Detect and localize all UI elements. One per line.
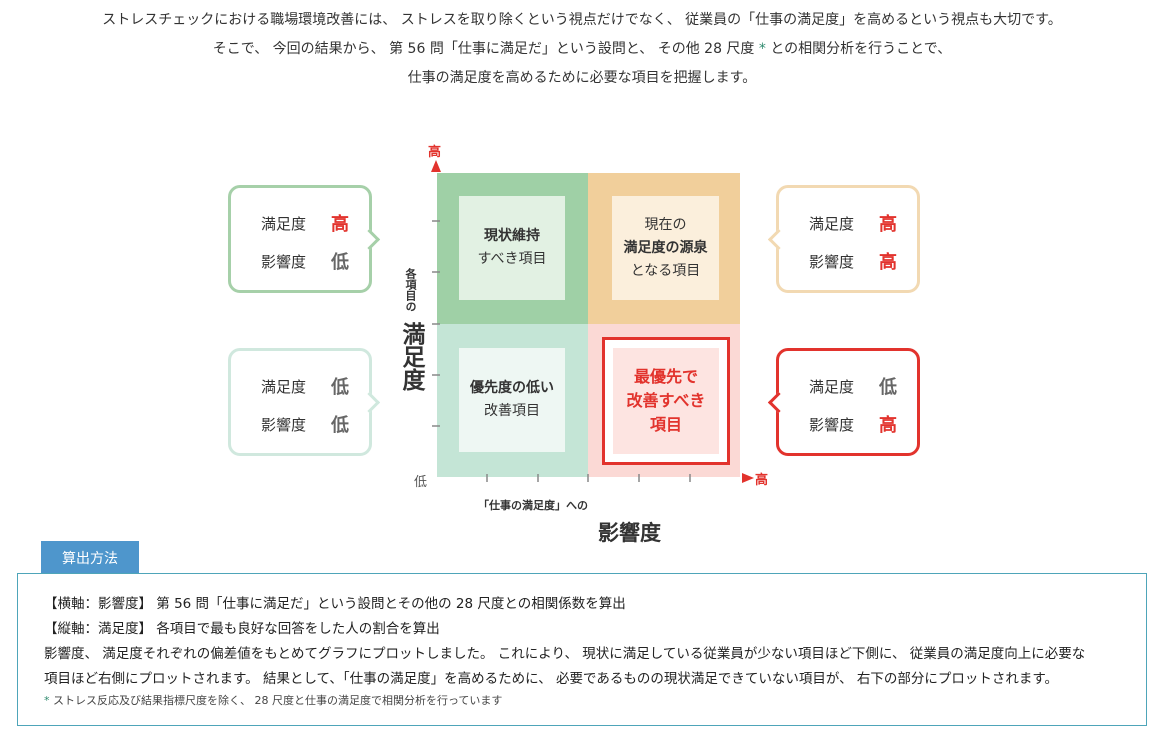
callout-value: 高 [331, 214, 349, 235]
quadrant-tr-line-3: となる項目 [630, 262, 701, 279]
method-tab: 算出方法 [41, 541, 139, 574]
intro-line-2: そこで、 今回の結果から、 第 56 問「仕事に満足だ」という設問と、 その他 … [0, 35, 1164, 64]
quadrant-tr-line-1: 現在の [644, 216, 687, 233]
quadrant-tl-line-2: すべき項目 [477, 251, 547, 267]
axis-ticks [432, 220, 691, 482]
callout-row-influence: 影響度 低 [261, 242, 369, 280]
callout-bottom-left: 満足度低 影響度低 [228, 348, 381, 456]
quadrant-label-low-priority: 優先度の低い 改善項目 [459, 348, 565, 452]
quadrant-bl-line-2: 改善項目 [484, 403, 540, 419]
x-axis-label-small: 「仕事の満足度」への [478, 499, 588, 512]
callout-top-left: 満足度 高 影響度 低 [228, 185, 381, 293]
callout-key: 満足度 [809, 214, 855, 233]
callout-key: 影響度 [261, 415, 307, 434]
quadrant-br-line-3: 項目 [649, 415, 682, 434]
callout-bottom-right: 満足度 低 影響度 高 [767, 348, 920, 456]
callout-row-influence: 影響度 高 [809, 242, 917, 280]
callout-key: 影響度 [261, 252, 307, 271]
intro-text: ストレスチェックにおける職場環境改善には、 ストレスを取り除くという視点だけでな… [0, 6, 1164, 93]
method-line-3: 影響度、 満足度それぞれの偏差値をもとめてグラフにプロットしました。 これにより… [44, 646, 1086, 662]
callout-row-influence: 影響度 高 [809, 405, 917, 443]
note-asterisk: * [44, 694, 50, 707]
callout-key: 影響度 [809, 415, 855, 434]
y-axis-label-small: 各項目の [404, 268, 417, 312]
quadrant-tr-line-2: 満足度の源泉 [623, 239, 708, 256]
intro-line-2-post: との相関分析を行うことで、 [765, 41, 952, 57]
callout-row-satisfaction: 満足度 高 [261, 204, 369, 242]
quadrant-br-line-1: 最優先で [633, 367, 698, 386]
callout-key: 影響度 [809, 252, 855, 271]
x-axis-arrowhead [742, 473, 754, 483]
y-axis-label-big: 満足度 [398, 322, 424, 391]
method-line-4: 項目ほど右側にプロットされます。 結果として、「仕事の満足度」を高めるために、 … [44, 671, 1059, 687]
x-axis-high-label: 高 [755, 473, 769, 488]
y-axis-high-label: 高 [428, 145, 442, 160]
asterisk-mark: * [758, 41, 766, 57]
callout-value: 高 [879, 415, 897, 436]
callout-key: 満足度 [261, 377, 307, 396]
callout-value: 低 [331, 377, 349, 398]
y-axis-arrowhead [431, 160, 441, 172]
intro-line-1: ストレスチェックにおける職場環境改善には、 ストレスを取り除くという視点だけでな… [102, 12, 1062, 28]
callout-value: 低 [879, 377, 897, 398]
method-line-1: 【横軸：影響度】 第 56 問「仕事に満足だ」という設問とその他の 28 尺度と… [44, 596, 626, 612]
top-priority-inner: 最優先で 改善すべき 項目 [613, 348, 719, 454]
quadrant-tl-line-1: 現状維持 [484, 228, 540, 244]
note-text: ストレス反応及び結果指標尺度を除く、 28 尺度と仕事の満足度で相関分析を行って… [49, 694, 503, 707]
x-axis-label-big: 影響度 [598, 521, 661, 545]
intro-line-2-pre: そこで、 今回の結果から、 第 56 問「仕事に満足だ」という設問と、 その他 … [212, 41, 759, 57]
axis-low-label: 低 [414, 475, 428, 490]
callout-row-satisfaction: 満足度 高 [809, 204, 917, 242]
callout-row-satisfaction: 満足度 低 [809, 367, 917, 405]
callout-value: 高 [879, 214, 897, 235]
quadrant-label-maintain: 現状維持 すべき項目 [459, 196, 565, 300]
callout-top-right: 満足度高 影響度高 [767, 185, 920, 293]
method-note: * ストレス反応及び結果指標尺度を除く、 28 尺度と仕事の満足度で相関分析を行… [44, 692, 1146, 710]
quadrant-bl-line-1: 優先度の低い [470, 380, 554, 396]
quadrant-label-source: 現在の 満足度の源泉 となる項目 [612, 196, 719, 300]
quadrant-br-line-2: 改善すべき [626, 391, 706, 410]
callout-value: 高 [879, 252, 897, 273]
callout-row-influence: 影響度 低 [261, 405, 369, 443]
quadrant-label-top-priority: 最優先で 改善すべき 項目 [602, 337, 730, 465]
method-line-2: 【縦軸：満足度】 各項目で最も良好な回答をした人の割合を算出 [44, 621, 440, 637]
callout-value: 低 [331, 252, 349, 273]
callout-row-satisfaction: 満足度 低 [261, 367, 369, 405]
callout-value: 低 [331, 415, 349, 436]
callout-key: 満足度 [809, 377, 855, 396]
intro-line-3: 仕事の満足度を高めるために必要な項目を把握します。 [407, 70, 757, 86]
method-box: 【横軸：影響度】 第 56 問「仕事に満足だ」という設問とその他の 28 尺度と… [17, 573, 1147, 726]
callout-key: 満足度 [261, 214, 307, 233]
